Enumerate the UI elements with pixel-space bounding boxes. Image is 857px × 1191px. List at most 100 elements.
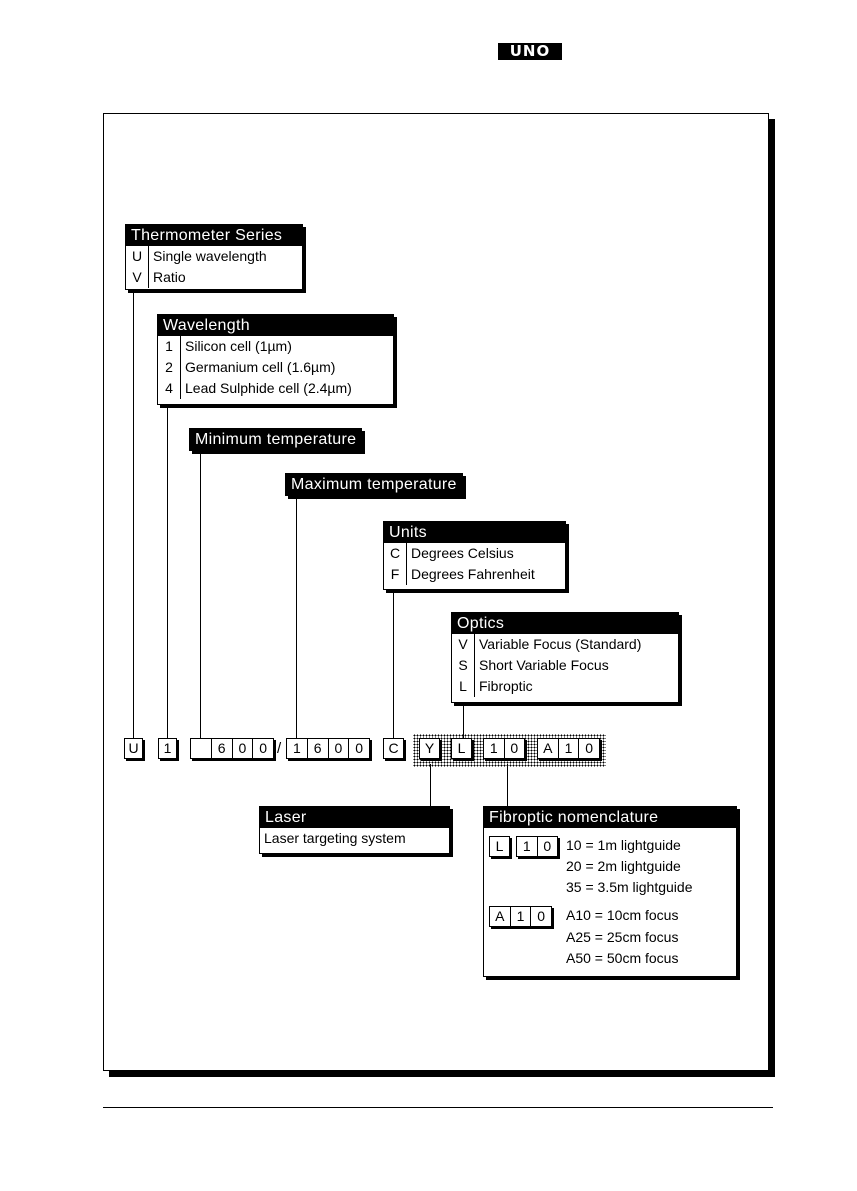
wavelength-label: Silicon cell (1µm) <box>185 338 292 354</box>
thermometer-series-title: Thermometer Series <box>126 225 302 246</box>
fibroptic-length-line: 35 = 3.5m lightguide <box>566 879 693 895</box>
code-wavelength-cell: 1 <box>158 738 177 759</box>
code-digit: 0 <box>537 908 546 924</box>
code-digit: 1 <box>511 907 532 926</box>
code-digit: 1 <box>559 739 580 758</box>
optics-code: S <box>452 655 475 676</box>
series-code: U <box>126 246 149 267</box>
connector-wavelength <box>167 404 168 738</box>
units-code: C <box>384 543 407 564</box>
code-digit: 1 <box>484 739 505 758</box>
code-min-temp-cells: 6 0 0 <box>190 738 274 759</box>
wavelength-code: 4 <box>158 378 181 399</box>
code-digit: 6 <box>308 739 329 758</box>
fibroptic-title: Fibroptic nomenclature <box>484 807 736 828</box>
laser-table: Laser targeting system <box>260 828 410 849</box>
code-digit: 0 <box>259 740 268 756</box>
wavelength-label: Lead Sulphide cell (2.4µm) <box>185 380 352 396</box>
wavelength-code: 1 <box>158 336 181 357</box>
code-max-temp-cells: 1 6 0 0 <box>286 738 370 759</box>
wavelength-label: Germanium cell (1.6µm) <box>185 359 336 375</box>
fibroptic-length-line: 20 = 2m lightguide <box>566 858 681 874</box>
fibroptic-l-cell: L <box>489 836 510 857</box>
laser-label: Laser targeting system <box>264 830 406 846</box>
connector-min-temp <box>200 451 201 738</box>
code-digit: L <box>495 838 504 854</box>
code-digit: U <box>128 740 139 756</box>
code-digit: 0 <box>510 740 519 756</box>
series-code: V <box>126 267 149 288</box>
connector-fibroptic <box>507 764 508 806</box>
fibroptic-length-cells: 1 0 <box>516 836 558 857</box>
min-temperature-label: Minimum temperature <box>189 428 363 451</box>
connector-units <box>393 589 394 738</box>
code-digit: Y <box>424 740 435 756</box>
wavelength-title: Wavelength <box>158 315 393 336</box>
code-digit: 0 <box>585 740 594 756</box>
code-digit: L <box>457 740 466 756</box>
series-label: Ratio <box>153 269 186 285</box>
code-laser-cell: Y <box>419 738 440 759</box>
fibroptic-box: Fibroptic nomenclature <box>483 806 737 977</box>
code-digit: 1 <box>163 740 172 756</box>
code-digit: 0 <box>233 739 254 758</box>
optics-label: Fibroptic <box>479 678 533 694</box>
units-code: F <box>384 564 407 585</box>
code-digit: 0 <box>355 740 364 756</box>
optics-code: L <box>452 676 475 697</box>
footer-rule <box>103 1107 773 1108</box>
connector-laser <box>430 764 431 806</box>
code-digit: A <box>538 739 559 758</box>
code-digit: A <box>490 907 511 926</box>
code-units-cell: C <box>383 738 404 759</box>
code-digit: 0 <box>543 838 552 854</box>
code-digit: C <box>388 740 399 756</box>
optics-title: Optics <box>452 613 678 634</box>
laser-title: Laser <box>260 807 449 828</box>
connector-max-temp <box>296 496 297 738</box>
code-digit: 6 <box>212 739 233 758</box>
code-series-cell: U <box>124 738 143 759</box>
units-label: Degrees Fahrenheit <box>411 566 535 582</box>
table-row: Laser targeting system <box>260 828 410 849</box>
optics-code: V <box>452 634 475 655</box>
fibroptic-focus-line: A10 = 10cm focus <box>566 907 679 923</box>
code-focus-cells: A 1 0 <box>537 738 600 759</box>
wavelength-code: 2 <box>158 357 181 378</box>
connector-series <box>133 289 134 738</box>
fibroptic-length-line: 10 = 1m lightguide <box>566 837 681 853</box>
code-digit <box>191 739 212 758</box>
units-label: Degrees Celsius <box>411 545 514 561</box>
connector-optics <box>463 702 464 738</box>
code-optics-cell: L <box>451 738 472 759</box>
code-digit: 0 <box>329 739 350 758</box>
max-temperature-label: Maximum temperature <box>285 473 463 496</box>
laser-box: Laser Laser targeting system <box>259 806 450 854</box>
code-separator: / <box>277 740 282 757</box>
series-label: Single wavelength <box>153 248 267 264</box>
units-title: Units <box>384 522 565 543</box>
optics-label: Variable Focus (Standard) <box>479 636 642 652</box>
fibroptic-focus-cells: A 1 0 <box>489 906 552 927</box>
code-fibre-length-cells: 1 0 <box>483 738 525 759</box>
code-digit: 1 <box>517 837 538 856</box>
uno-logo: UNO <box>498 43 562 60</box>
